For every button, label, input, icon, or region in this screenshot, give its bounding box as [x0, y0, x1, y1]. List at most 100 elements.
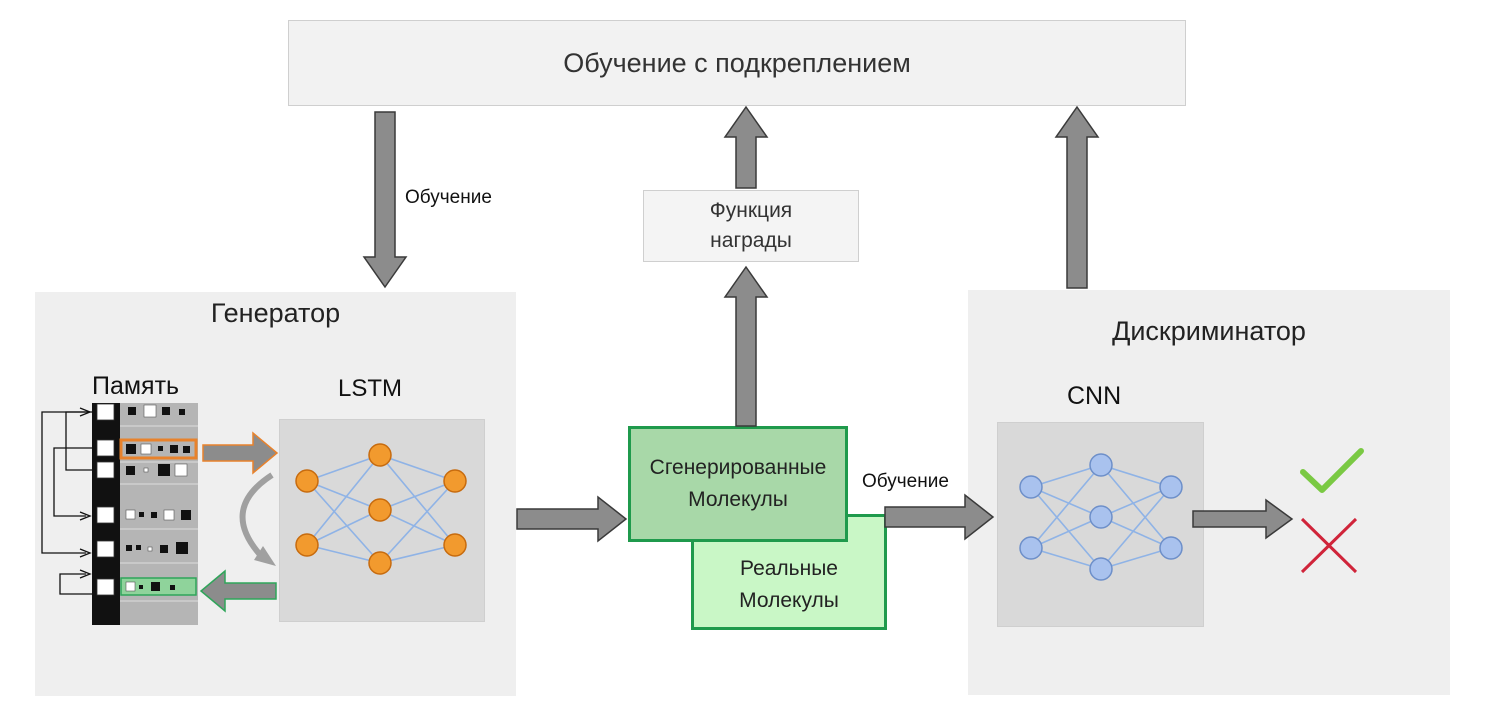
memory-cell [96, 540, 115, 558]
network-edge [379, 454, 456, 546]
memory-chip [126, 545, 132, 551]
reward-function-line2: награды [710, 229, 792, 252]
training-label-left: Обучение [405, 187, 492, 208]
arrow-layer [199, 105, 1294, 613]
memory-chip [170, 445, 178, 453]
memory-row-read-highlight [119, 438, 198, 460]
network-edge [306, 454, 381, 546]
memory-link-arrowhead [79, 569, 92, 579]
memory-chip [179, 409, 185, 415]
network-edge [306, 480, 381, 511]
memory-chip [143, 467, 149, 473]
memory-chip [183, 446, 190, 453]
network-node [1159, 536, 1183, 560]
memory-link-arrowhead [79, 407, 92, 417]
network-edge [1030, 486, 1102, 570]
memory-chip [160, 545, 168, 553]
memory-chip [126, 466, 135, 475]
network-edge [306, 454, 381, 482]
arrow-reward-to-rl [723, 105, 769, 189]
cnn-label: CNN [1067, 382, 1122, 410]
generated-molecules-line1: Сгенерированные [649, 456, 827, 479]
cnn-network [1019, 453, 1183, 581]
memory-chip [170, 585, 175, 590]
memory-cell [96, 506, 115, 524]
memory-chip [151, 512, 157, 518]
reinforcement-learning-label: Обучение с подкреплением [563, 47, 911, 78]
arrow-memory-read [202, 431, 279, 475]
network-node [295, 533, 319, 557]
memory-chip [158, 446, 163, 451]
network-node [1019, 475, 1043, 499]
real-molecules-line1: Реальные [739, 557, 838, 580]
memory-chip [163, 509, 175, 521]
network-edge [379, 454, 456, 482]
network-node [368, 498, 392, 522]
check-icon [1300, 448, 1364, 493]
memory-chip [136, 545, 141, 550]
network-edge [1100, 464, 1172, 488]
generator-title: Генератор [210, 298, 341, 328]
network-edge [1100, 464, 1172, 549]
arrow-discriminator-to-rl [1054, 105, 1100, 289]
network-node [1019, 536, 1043, 560]
generated-molecules-box: Сгенерированные Молекулы [628, 426, 848, 542]
memory-link-line [53, 447, 92, 517]
memory-chip [158, 464, 170, 476]
memory-chip [176, 542, 188, 554]
network-node [1159, 475, 1183, 499]
training-label-right: Обучение [862, 471, 949, 492]
network-node [1089, 557, 1113, 581]
memory-chip [126, 444, 136, 454]
reinforcement-learning-box: Обучение с подкреплением [288, 20, 1186, 106]
memory-chip [139, 585, 143, 589]
arrow-discriminator-to-decision [1192, 498, 1294, 540]
network-node [1089, 453, 1113, 477]
network-node [295, 469, 319, 493]
memory-chip [151, 582, 160, 591]
lstm-network [295, 443, 467, 575]
network-node [368, 551, 392, 575]
network-edge [379, 544, 456, 564]
memory-cell [96, 439, 115, 457]
network-edge [1030, 547, 1102, 570]
memory-link-line [59, 573, 92, 595]
memory-chip [174, 463, 188, 477]
arrow-memory-write [199, 569, 277, 613]
memory-chip [147, 546, 153, 552]
network-edge [1030, 486, 1102, 518]
arrow-rl-to-generator [362, 111, 408, 289]
memory-chip [139, 512, 144, 517]
memory-chip [181, 510, 191, 520]
memory-cell [96, 578, 115, 596]
lstm-label: LSTM [338, 375, 403, 402]
memory-chip [140, 443, 152, 455]
network-edge [1030, 464, 1102, 549]
memory-link-line [65, 411, 92, 471]
network-edge [306, 480, 381, 564]
memory-chip [125, 509, 136, 520]
network-edge [306, 509, 381, 546]
arrow-molecules-to-discriminator [884, 493, 995, 541]
network-node [1089, 505, 1113, 529]
cross-icon [1300, 517, 1358, 574]
memory-link-arrowhead [79, 548, 92, 558]
network-node [443, 469, 467, 493]
lstm-feedback-arrowhead [254, 546, 276, 566]
reward-function-box: Функция награды [643, 190, 859, 262]
network-node [368, 443, 392, 467]
arrow-generator-to-molecules [516, 495, 628, 543]
reward-function-line1: Функция [709, 199, 793, 222]
network-edge [1100, 516, 1172, 549]
network-edge [379, 480, 456, 511]
network-edge [1100, 547, 1172, 570]
memory-cell [96, 403, 115, 421]
discriminator-title: Дискриминатор [1112, 316, 1306, 346]
memory-tape [41, 403, 198, 625]
network-edge [1100, 486, 1172, 570]
network-edge [1030, 464, 1102, 488]
memory-chip [162, 407, 170, 415]
memory-label: Память [92, 372, 180, 400]
lstm-feedback-curve [239, 472, 274, 561]
